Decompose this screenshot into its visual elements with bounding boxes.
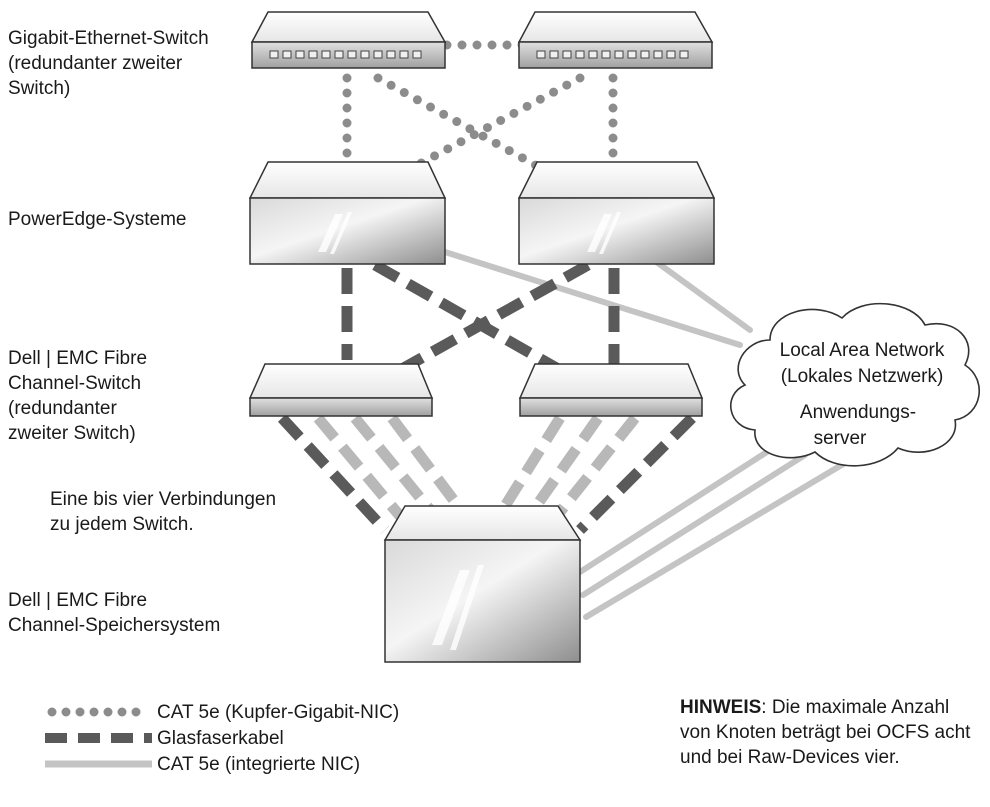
legend-dashed-label: Glasfaserkabel — [157, 728, 284, 749]
cloud-line-2: (Lokales Netzwerk) — [781, 366, 944, 387]
storage-reflection-icon — [432, 565, 484, 650]
poweredge-server-right — [517, 161, 716, 265]
gigabit-switch-right — [517, 11, 714, 69]
cables — [277, 40, 853, 620]
cable-storage-to-lan-2 — [580, 452, 808, 598]
fibre-fcleft-storage-2 — [313, 414, 410, 526]
cable-server-left-to-lan — [442, 249, 743, 348]
connections-label: Eine bis vier Verbindungen zu jedem Swit… — [50, 489, 277, 535]
poweredge-label: PowerEdge-Systeme — [8, 209, 187, 230]
legend-dotted-label: CAT 5e (Kupfer-Gigabit-NIC) — [157, 702, 400, 723]
legend-solid-label: CAT 5e (integrierte NIC) — [157, 754, 361, 775]
fibre-cables-servers — [341, 260, 620, 375]
fibre-server-left-to-fcswitch-right — [372, 260, 563, 375]
fibre-fcleft-storage-1 — [277, 414, 390, 534]
switch-ports-icon — [536, 50, 689, 59]
fibre-fcright-storage-3 — [547, 414, 640, 526]
cat5e-copper-cables — [342, 40, 618, 177]
fc-switch-right — [518, 363, 704, 417]
note-body: : Die maximale Anzahl von Knoten beträgt… — [680, 697, 971, 768]
fibre-fcright-storage-1 — [490, 415, 565, 525]
fibre-cables-storage-dark — [277, 414, 696, 534]
cable-storage-to-lan-3 — [583, 457, 853, 620]
gigabit-switch-label: Gigabit-Ethernet-Switch (redundanter zwe… — [8, 28, 209, 99]
note-text: HINWEIS: Die maximale Anzahl von Knoten … — [680, 695, 980, 770]
fc-switch-label: Dell | EMC Fibre Channel-Switch (redunda… — [8, 348, 148, 444]
server-reflection-icon — [318, 212, 352, 254]
cable-storage-to-lan-1 — [577, 447, 773, 575]
fibre-cables-storage-light — [313, 414, 640, 526]
poweredge-server-left — [248, 161, 447, 265]
storage-label: Dell | EMC Fibre Channel-Speichersystem — [8, 590, 221, 636]
fibre-fcright-storage-2 — [520, 414, 603, 526]
fibre-fcright-storage-4 — [576, 414, 696, 534]
lan-cloud: Local Area Network (Lokales Netzwerk) An… — [730, 302, 980, 467]
switch-ports-icon — [269, 50, 422, 59]
fc-switch-left — [248, 363, 434, 417]
cable-gbswitch-right-to-server-left — [407, 73, 585, 173]
cloud-line-1: Local Area Network — [780, 340, 945, 361]
fibre-fcleft-storage-3 — [350, 414, 445, 526]
gigabit-switch-left — [250, 11, 447, 69]
server-reflection-icon — [587, 212, 621, 254]
cloud-line-4: server — [814, 428, 867, 449]
fibre-fcleft-storage-4 — [387, 414, 475, 526]
cable-gbswitch-left-to-server-right — [373, 73, 553, 177]
legend-swatches — [45, 707, 155, 768]
cloud-line-3: Anwendungs- — [800, 402, 916, 423]
fibre-server-right-to-fcswitch-left — [397, 260, 591, 375]
fc-storage-system — [383, 505, 582, 663]
note-prefix: HINWEIS — [680, 697, 762, 718]
